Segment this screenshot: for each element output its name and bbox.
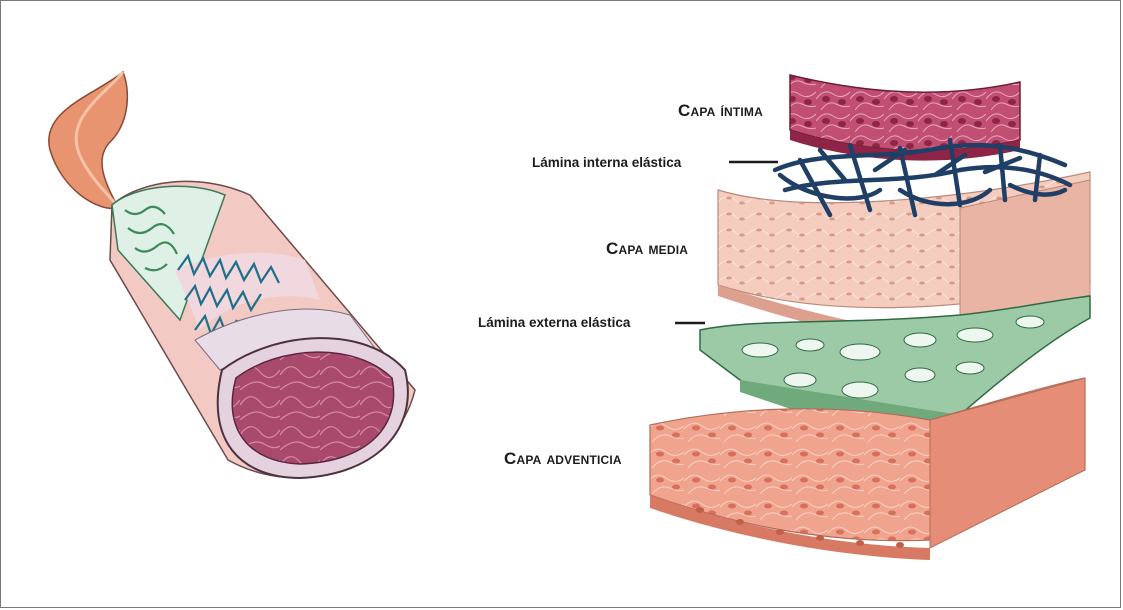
artery-tube <box>49 72 415 478</box>
label-capa-adventicia: Capa adventicia <box>504 449 622 469</box>
label-lamina-externa: Lámina externa elástica <box>478 315 630 330</box>
label-capa-media: Capa media <box>606 239 688 259</box>
label-capa-intima: Capa íntima <box>678 101 763 121</box>
label-lamina-interna: Lámina interna elástica <box>532 155 681 170</box>
